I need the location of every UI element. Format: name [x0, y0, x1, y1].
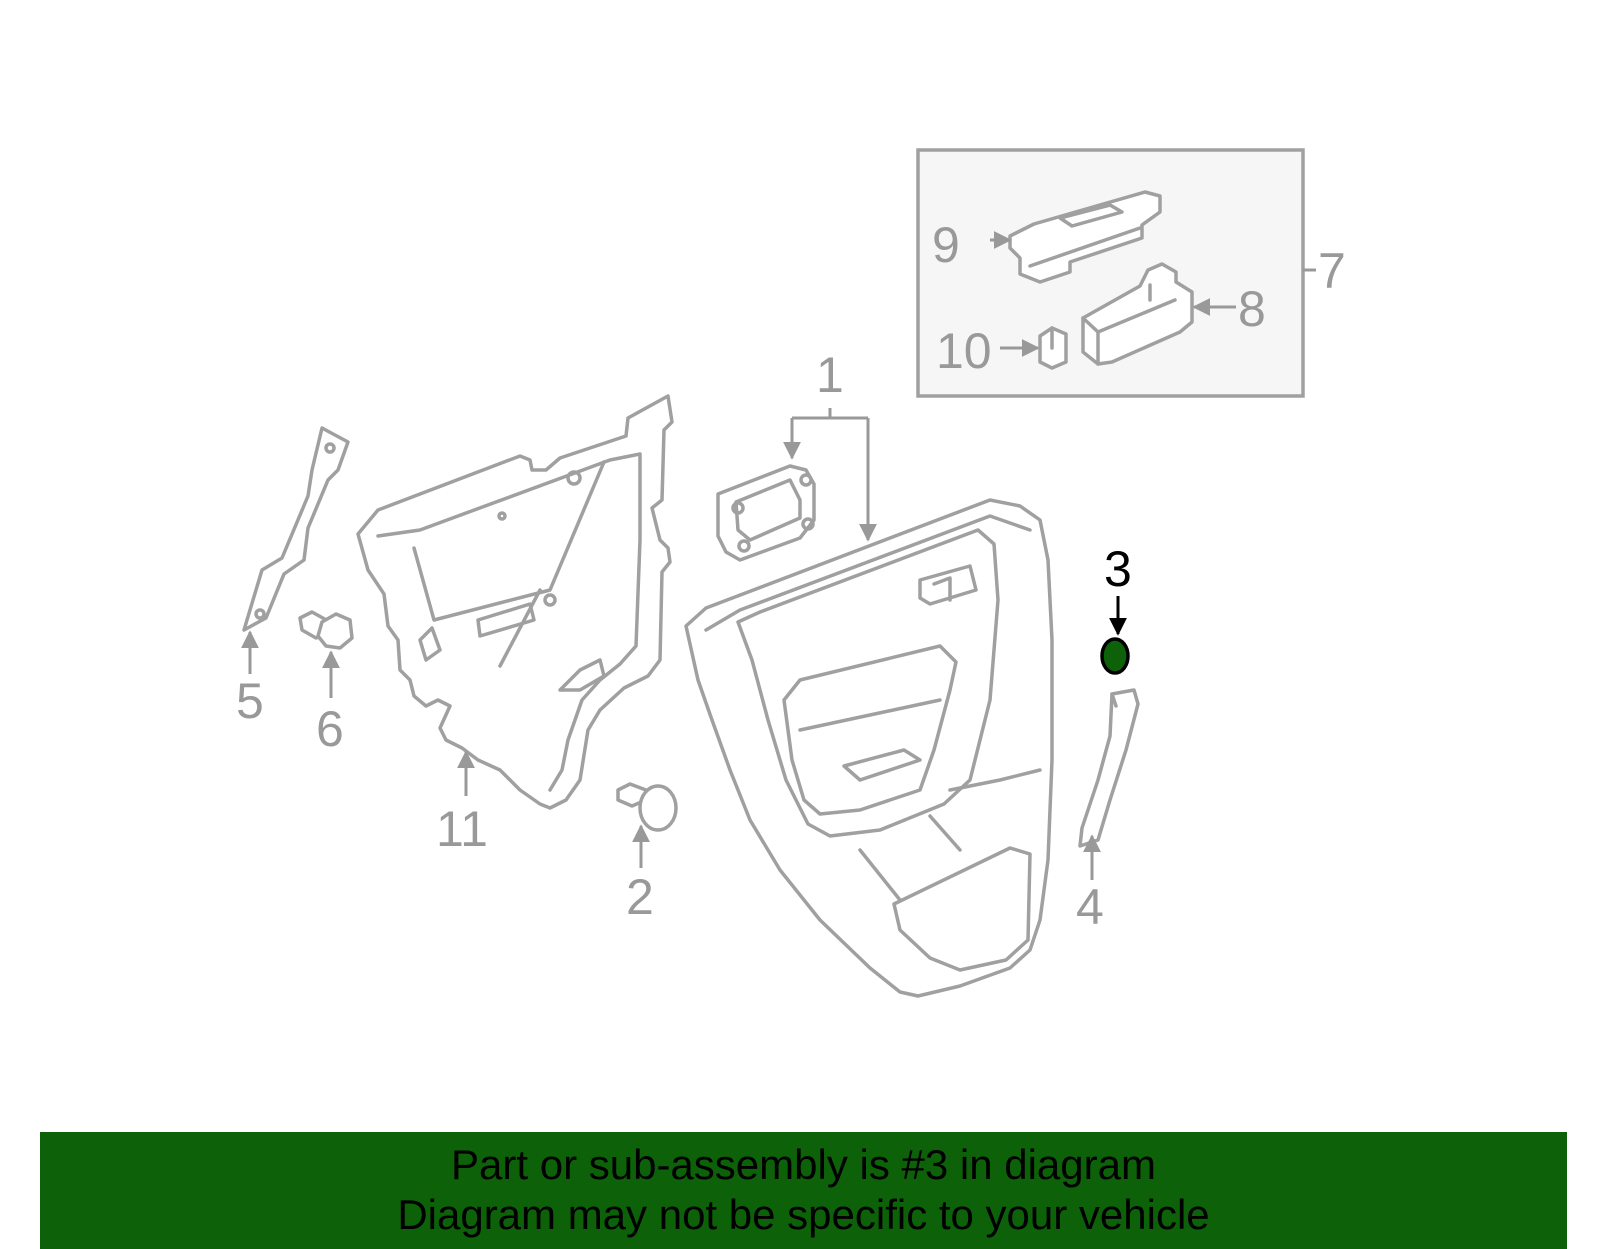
callout-7: 7: [1318, 243, 1346, 299]
callout-11: 11: [436, 801, 488, 857]
part-11-backing-panel-icon: [356, 394, 674, 810]
callout-1: 1: [816, 347, 844, 403]
part-2-push-pin-icon: [616, 782, 678, 868]
banner-line-part-number: Part or sub-assembly is #3 in diagram: [451, 1141, 1156, 1188]
part-3-plug-icon: [1100, 596, 1130, 675]
callout-9: 9: [932, 217, 960, 273]
callout-2: 2: [626, 869, 654, 925]
callout-3: 3: [1104, 541, 1132, 597]
banner-line-disclaimer: Diagram may not be specific to your vehi…: [397, 1191, 1210, 1238]
part-1-door-trim-panel-icon: [684, 408, 1054, 998]
callout-8: 8: [1238, 281, 1266, 337]
exploded-parts-diagram: 1 2 3 4 5 6 7 8 9 10 11: [236, 148, 1346, 998]
highlight-notice-banner: Part or sub-assembly is #3 in diagram Di…: [40, 1132, 1567, 1249]
part-4-trim-strip-icon: [1078, 688, 1140, 880]
callout-10: 10: [936, 323, 992, 379]
part-5-bracket-icon: [241, 426, 350, 674]
callout-5: 5: [236, 673, 264, 729]
callout-6: 6: [316, 701, 344, 757]
switch-assembly-inset: [916, 148, 1316, 398]
part-10-clip-icon: [1038, 326, 1068, 370]
part-8-switch-icon: [1081, 262, 1194, 366]
part-6-bolt-icon: [298, 610, 354, 698]
callout-4: 4: [1076, 879, 1104, 935]
part-9-switch-bezel-icon: [1008, 190, 1162, 284]
